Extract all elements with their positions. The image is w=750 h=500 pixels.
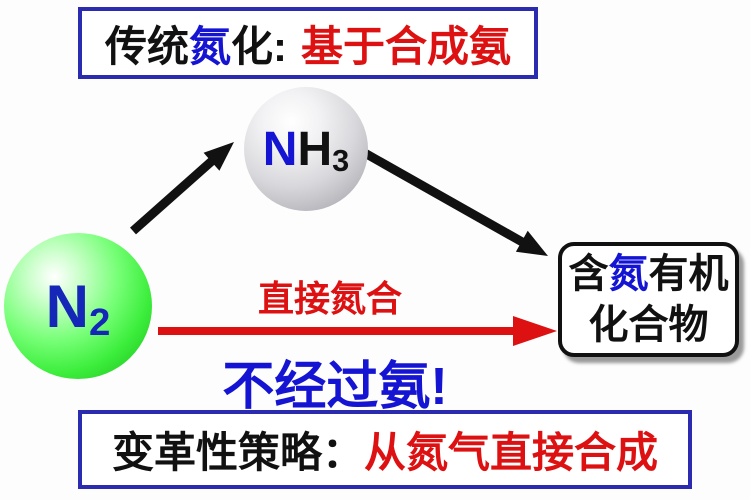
n2-subscript: 2 [88,300,111,344]
caption-text-segment: 传统 [104,22,189,70]
n2-symbol: N [45,272,89,340]
direct-nitridation-label: 直接氮合 [257,278,402,319]
nh3-symbol-h: H [297,122,333,176]
n2-molecule-sphere: N2 [4,233,152,379]
traditional-nitridation-caption-box: 传统氮化: 基于合成氨 [78,7,538,79]
n2-to-nh3-arrowhead-icon [203,142,234,171]
nh3-subscript: 3 [332,143,350,179]
no-ammonia-label: 不经过氨! [222,358,448,416]
product-box-line1: 含氮有机 [569,249,729,299]
nitrogen-organic-product-box: 含氮有机 化合物 [558,242,739,357]
product-text-segment: 有机 [648,252,729,297]
transformative-strategy-caption-box: 变革性策略：从氮气直接合成 [78,410,692,489]
caption-text-segment: 变革性策略： [111,429,364,476]
n2-to-nh3-arrow-shaft [130,156,216,235]
nh3-symbol-n: N [262,122,298,176]
red-arrowhead-icon [513,316,557,346]
nh3-to-product-arrow-shaft [360,148,527,247]
caption-text-segment: 从氮气直接合成 [364,429,659,476]
caption-text-segment: 化: [231,22,287,70]
n2-to-nh3-arrow [130,142,234,235]
caption-text-segment: 氮 [188,22,231,70]
nh3-to-product-arrow [360,148,548,256]
product-text-segment: 含 [568,252,609,297]
nh3-to-product-arrowhead-icon [515,230,548,256]
nh3-molecule-sphere: NH3 [244,87,368,211]
product-box-line2: 化合物 [588,302,709,347]
product-text-segment: 氮 [608,252,649,297]
caption-text-segment: 基于合成氨 [301,22,512,70]
